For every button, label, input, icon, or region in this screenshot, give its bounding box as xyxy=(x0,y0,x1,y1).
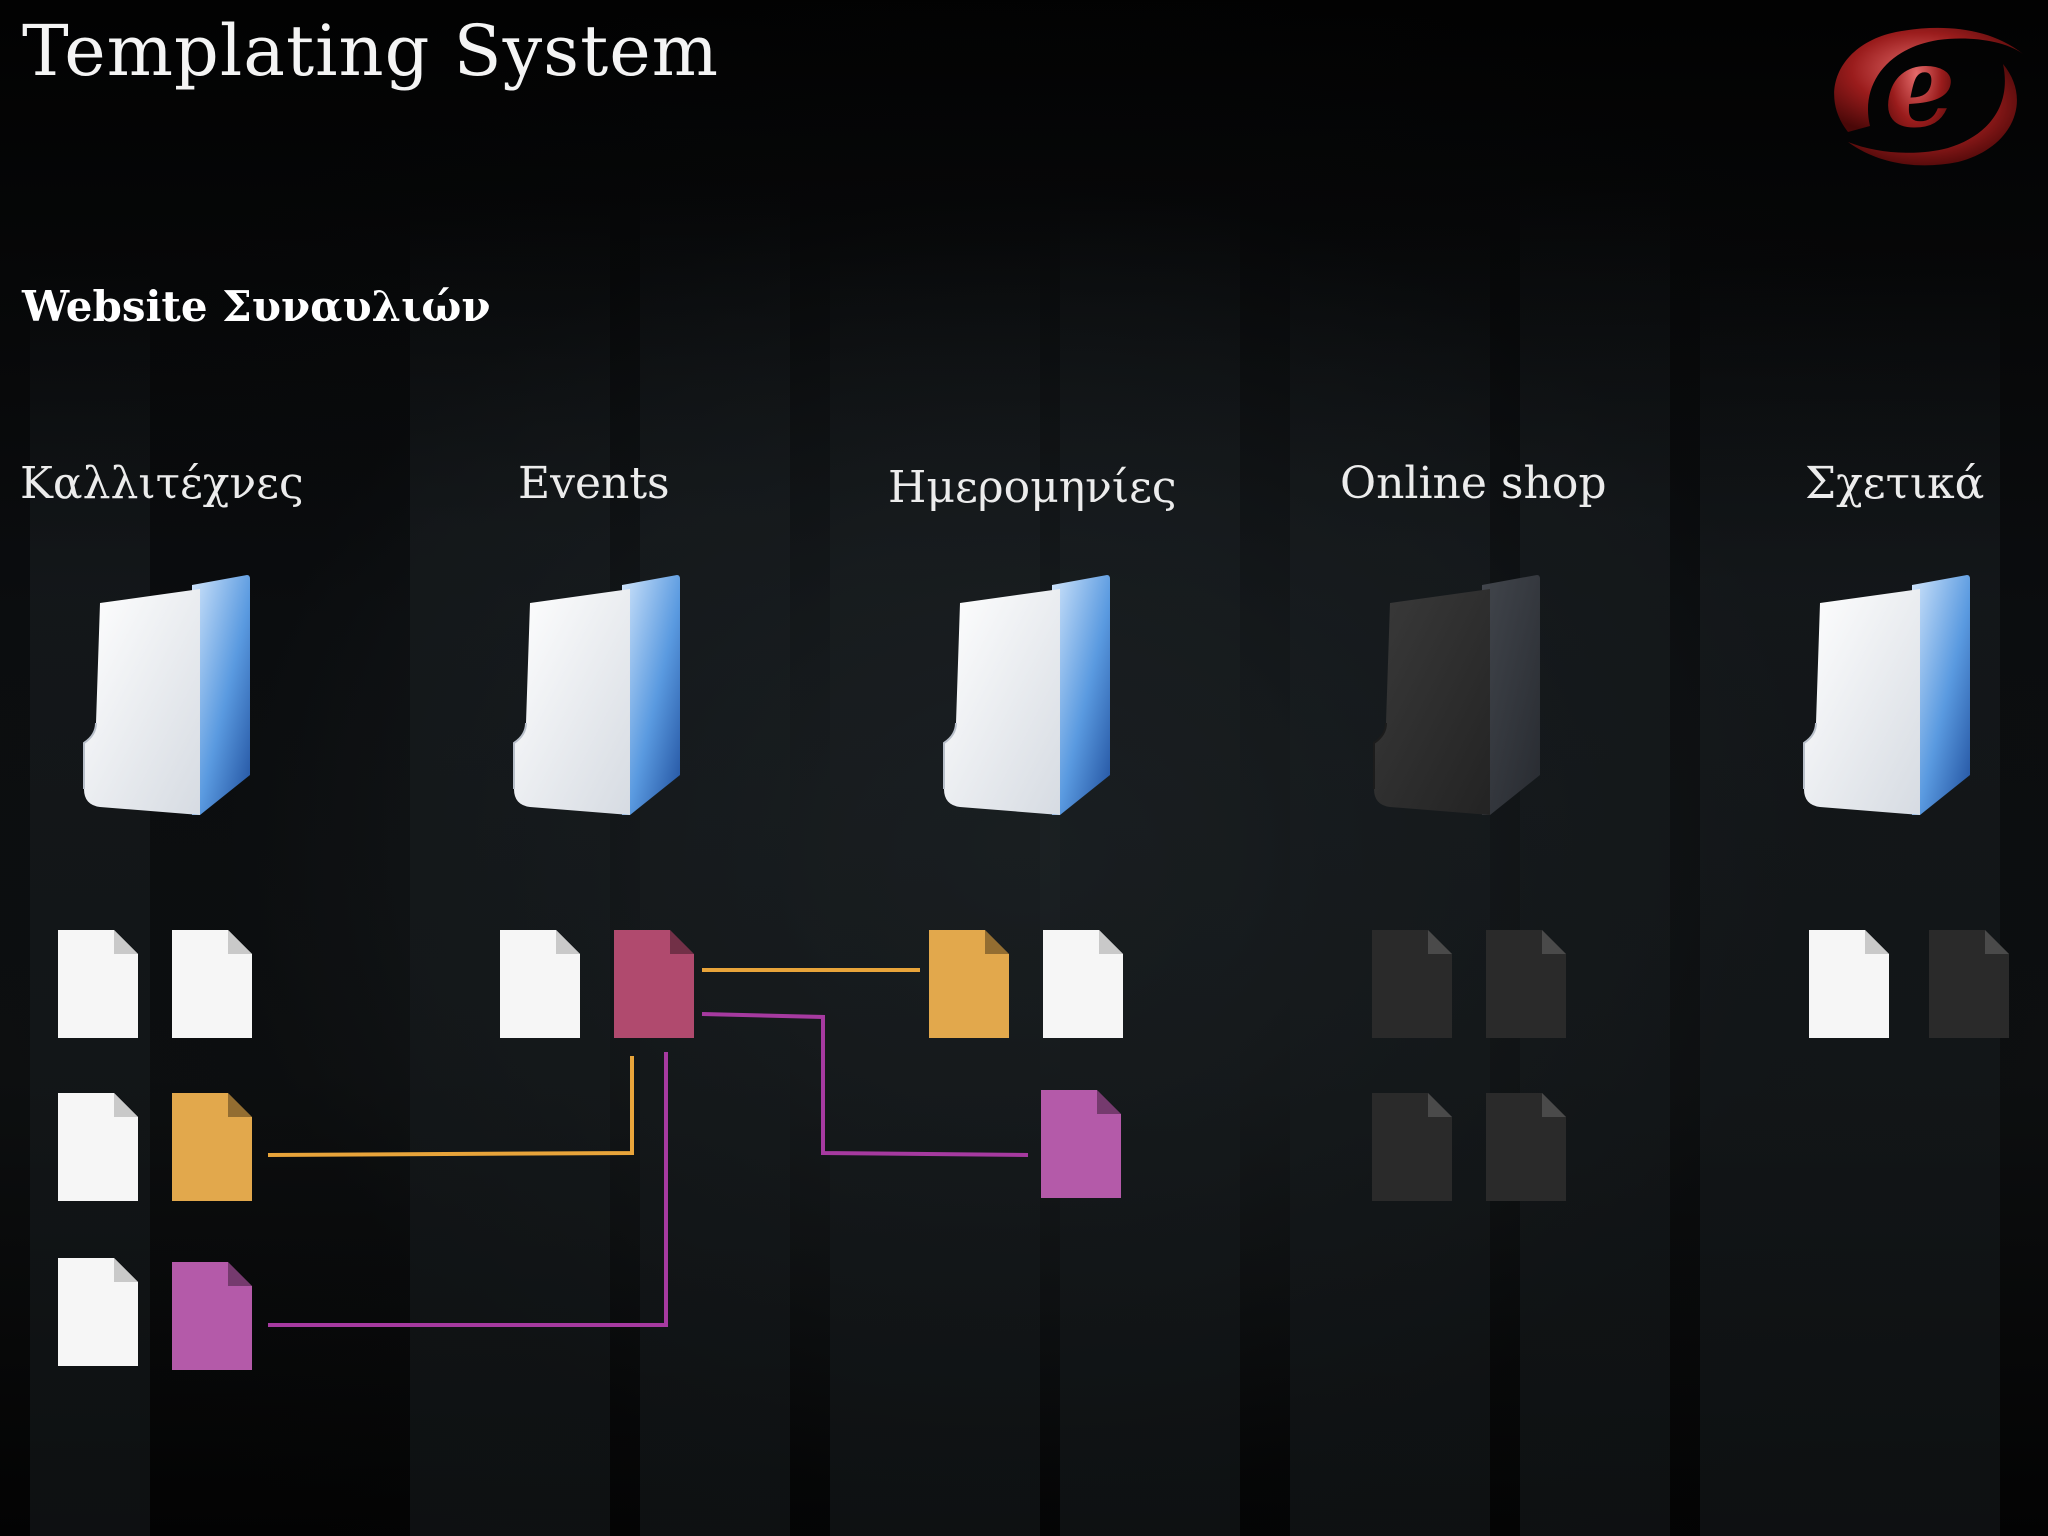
page-icon xyxy=(58,930,138,1038)
section-label-shop: Online shop xyxy=(1340,458,1607,509)
page-icons xyxy=(58,930,2009,1370)
connector-lines xyxy=(267,968,1029,1327)
page-icon xyxy=(172,930,252,1038)
e-logo-icon: e xyxy=(1808,14,2040,174)
connector-line xyxy=(268,1052,668,1327)
connector-line xyxy=(701,1012,1029,1157)
folder-icon xyxy=(513,575,680,815)
page-icon xyxy=(500,930,580,1038)
page-icon xyxy=(1043,930,1123,1038)
folder-icon xyxy=(1803,575,1970,815)
connector-line xyxy=(267,1056,634,1157)
page-icon xyxy=(1486,930,1566,1038)
page-icon xyxy=(1929,930,2009,1038)
slide-title: Templating System xyxy=(22,10,720,92)
page-icon xyxy=(614,930,694,1038)
section-label-events: Events xyxy=(518,458,670,509)
page-icon xyxy=(929,930,1009,1038)
page-icon xyxy=(172,1093,252,1201)
section-label-artists: Καλλιτέχνες xyxy=(20,458,304,509)
section-label-dates: Ημερομηνίες xyxy=(888,462,1177,513)
folder-icon xyxy=(943,575,1110,815)
slide-subtitle: Website Συναυλιών xyxy=(22,282,491,331)
folder-icons xyxy=(83,575,1970,815)
page-icon xyxy=(1486,1093,1566,1201)
folder-icon xyxy=(83,575,250,815)
section-label-about: Σχετικά xyxy=(1805,458,1985,509)
page-icon xyxy=(1372,930,1452,1038)
page-icon xyxy=(1041,1090,1121,1198)
svg-text:e: e xyxy=(1884,22,1955,153)
page-icon xyxy=(58,1258,138,1366)
page-icon xyxy=(172,1262,252,1370)
page-icon xyxy=(58,1093,138,1201)
page-icon xyxy=(1809,930,1889,1038)
page-icon xyxy=(1372,1093,1452,1201)
folder-icon xyxy=(1373,575,1540,815)
